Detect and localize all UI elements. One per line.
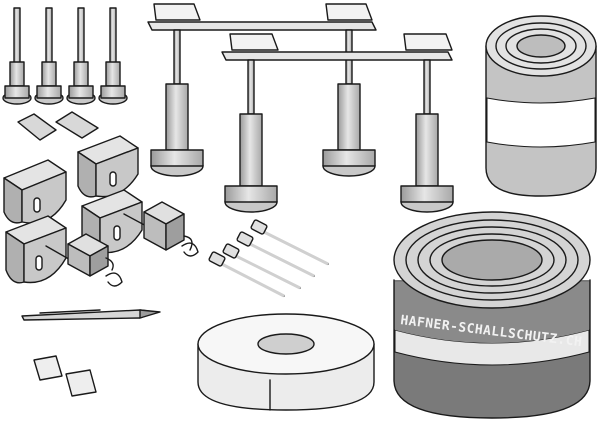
sound-insulation-roll-small	[485, 15, 597, 197]
dowel-screw	[250, 219, 329, 266]
bolt	[34, 7, 64, 105]
bolt	[66, 7, 96, 105]
rubber-pads	[17, 111, 99, 141]
feet-frame-front	[221, 33, 454, 213]
dowel-screw	[236, 231, 315, 278]
clamp-block	[67, 233, 114, 277]
screws-and-dowels	[208, 219, 329, 298]
bolt	[2, 7, 32, 105]
foam-tape-roll	[197, 313, 375, 411]
dowel-screw	[208, 251, 285, 298]
spring-clip	[181, 242, 199, 257]
marker-pen	[21, 309, 161, 321]
wall-bracket	[5, 215, 75, 284]
sound-insulation-roll-large: HAFNER-SCHALLSCHUTZ.CH	[393, 211, 591, 419]
threaded-bolts	[2, 7, 128, 105]
clamp-blocks	[67, 201, 199, 287]
wall-bracket	[77, 135, 139, 198]
dowel-screw	[222, 243, 301, 290]
felt-squares	[33, 355, 97, 397]
bolt	[98, 7, 128, 105]
clamp-block	[143, 201, 193, 251]
adjustable-feet	[147, 3, 454, 213]
spring-clip	[105, 272, 123, 287]
wall-bracket	[3, 159, 67, 224]
